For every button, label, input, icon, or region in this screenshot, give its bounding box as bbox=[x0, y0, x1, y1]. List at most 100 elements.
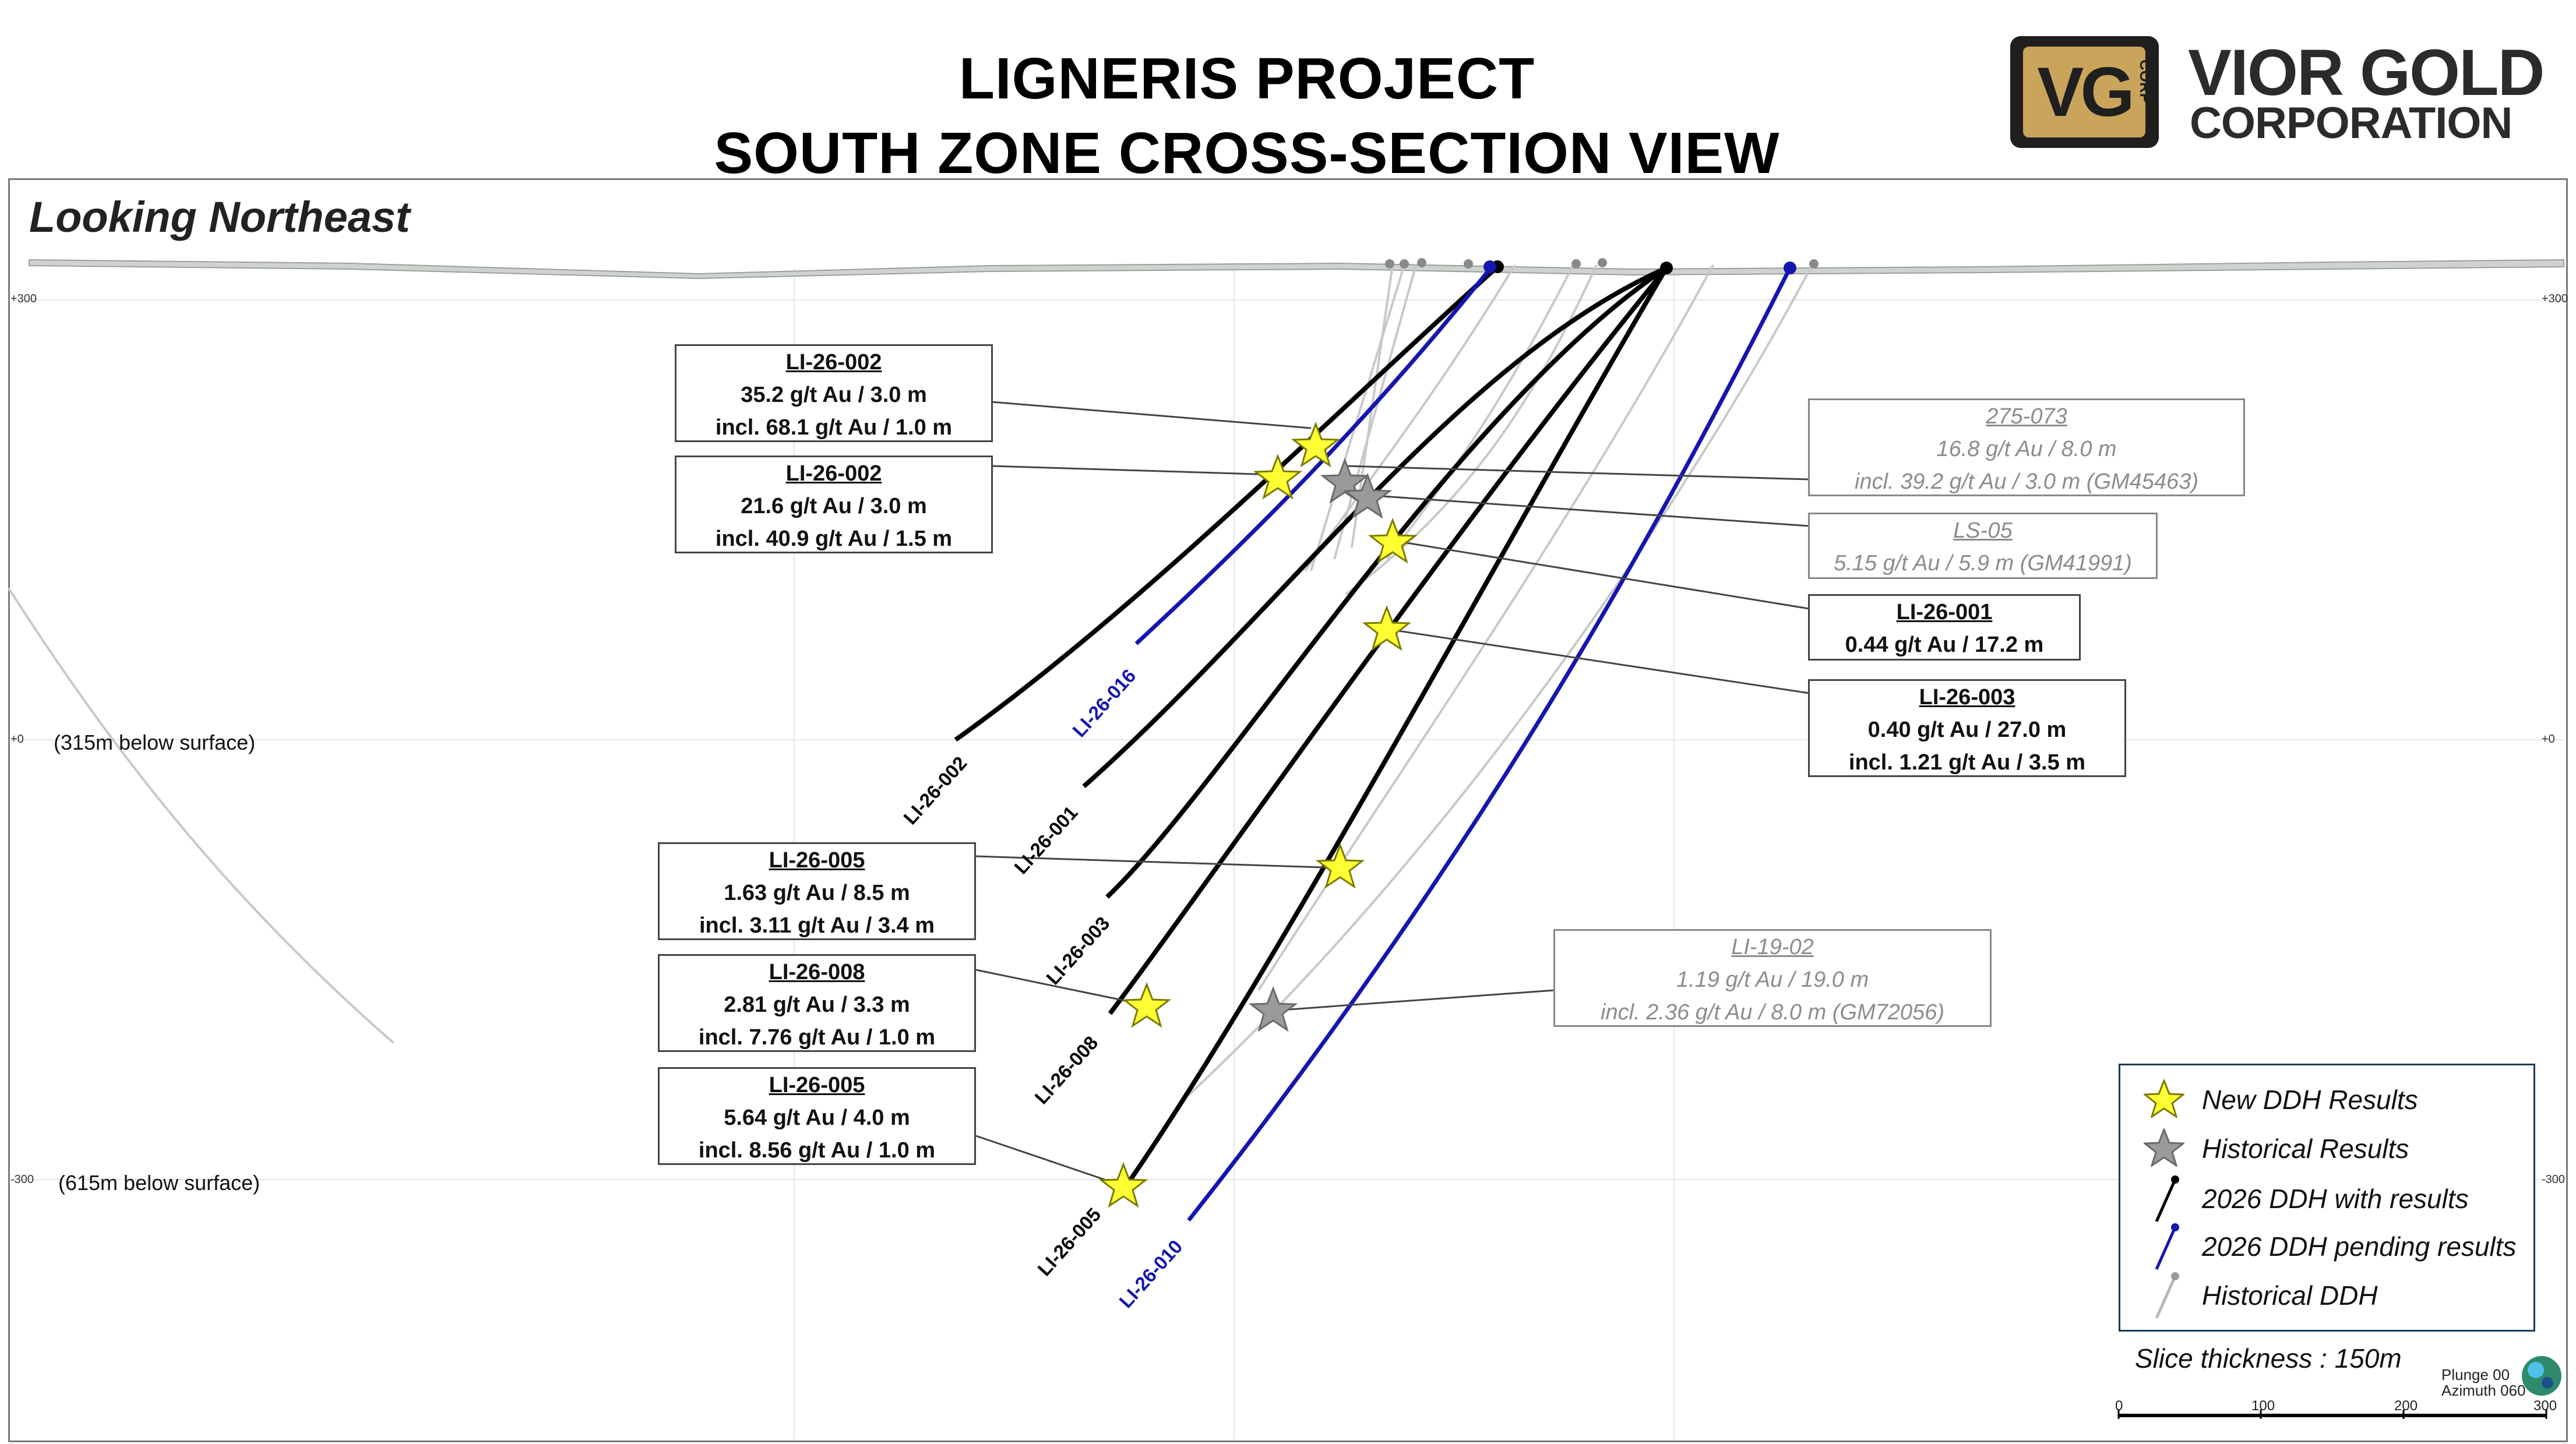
historical-collar-7 bbox=[1809, 259, 1819, 269]
callout-li-26-005-a: LI-26-005 1.63 g/t Au / 8.5 m incl. 3.11… bbox=[658, 842, 976, 940]
ddh-li-26-010-trace bbox=[1187, 267, 1792, 1222]
historical-star-2 bbox=[1342, 472, 1393, 519]
historical-collar-6 bbox=[1598, 258, 1607, 267]
ddh-li-26-003-trace bbox=[1105, 266, 1668, 899]
historical-collar-1 bbox=[1385, 259, 1394, 269]
elev-right-top: +300 bbox=[2542, 292, 2568, 305]
historical-ddh-7 bbox=[1257, 264, 1714, 991]
historical-ddh-2 bbox=[1333, 264, 1417, 560]
legend-item-historical-ddh: Historical DDH bbox=[2120, 1272, 2537, 1319]
historical-collar-4 bbox=[1464, 259, 1473, 269]
callout-leaders bbox=[975, 401, 1810, 1187]
grey-line-icon bbox=[2155, 1272, 2179, 1319]
orientation-globe-icon bbox=[2522, 1356, 2561, 1396]
black-line-icon bbox=[2155, 1175, 2179, 1223]
section-frame bbox=[8, 178, 2568, 1442]
leader-2 bbox=[991, 465, 1277, 476]
ddh-with-results-group bbox=[954, 265, 1669, 1190]
callout-li-26-002-b: LI-26-002 21.6 g/t Au / 3.0 m incl. 40.9… bbox=[675, 456, 993, 553]
callout-title: 275-073 bbox=[1986, 404, 2067, 429]
legend-item-new-results: New DDH Results bbox=[2120, 1076, 2537, 1122]
callout-line: 0.40 g/t Au / 27.0 m bbox=[1867, 718, 2067, 742]
callout-title: LI-26-003 bbox=[1919, 685, 2015, 709]
historical-ddh-1 bbox=[1310, 264, 1405, 571]
ddh-li-26-005-trace bbox=[1122, 266, 1669, 1190]
new-result-star-4 bbox=[1362, 605, 1412, 651]
callout-line: 5.15 g/t Au / 5.9 m (GM41991) bbox=[1834, 551, 2132, 576]
elev-left-bottom: -300 bbox=[10, 1173, 34, 1186]
callout-li-26-002-a: LI-26-002 35.2 g/t Au / 3.0 m incl. 68.1… bbox=[675, 344, 993, 442]
historical-ddh-8 bbox=[1187, 264, 1813, 1096]
ddh-li-26-002-trace bbox=[954, 265, 1499, 742]
elev-right-bottom: -300 bbox=[2542, 1173, 2566, 1186]
callout-line: incl. 40.9 g/t Au / 1.5 m bbox=[715, 527, 953, 551]
new-result-star-5 bbox=[1315, 842, 1365, 889]
callout-li-26-003: LI-26-003 0.40 g/t Au / 27.0 m incl. 1.2… bbox=[1808, 679, 2126, 777]
scale-tick-label-0: 0 bbox=[2115, 1398, 2123, 1414]
callout-title: LI-26-005 bbox=[769, 848, 865, 873]
scale-tick-label-300: 300 bbox=[2533, 1398, 2557, 1414]
legend-label: New DDH Results bbox=[2202, 1085, 2418, 1115]
historical-ddh-far-left bbox=[8, 587, 394, 1044]
plunge-label: Plunge 00 bbox=[2441, 1366, 2510, 1383]
leader-9 bbox=[1273, 989, 1555, 1012]
callout-line: 35.2 g/t Au / 3.0 m bbox=[741, 383, 927, 407]
callout-title: LI-26-001 bbox=[1896, 600, 1993, 624]
title-line-1: LIGNERIS PROJECT bbox=[958, 46, 1535, 111]
leader-7 bbox=[975, 855, 1341, 869]
callout-line: 1.63 g/t Au / 8.5 m bbox=[724, 881, 910, 905]
leader-4 bbox=[1366, 494, 1810, 527]
callout-line: 5.64 g/t Au / 4.0 m bbox=[724, 1106, 910, 1130]
callout-li-26-001: LI-26-001 0.44 g/t Au / 17.2 m bbox=[1808, 594, 2081, 661]
elev-left-top: +300 bbox=[10, 292, 37, 305]
depth-label-615: (615m below surface) bbox=[58, 1171, 260, 1195]
callout-li-26-008: LI-26-008 2.81 g/t Au / 3.3 m incl. 7.76… bbox=[658, 954, 976, 1052]
legend-label: Historical Results bbox=[2202, 1134, 2409, 1164]
legend-item-ddh-results: 2026 DDH with results bbox=[2120, 1175, 2537, 1223]
ddh-li-26-001-trace bbox=[1082, 266, 1668, 788]
company-logo: VG CORP bbox=[2010, 36, 2159, 148]
legend-item-ddh-pending: 2026 DDH pending results bbox=[2120, 1223, 2537, 1270]
new-result-stars bbox=[1098, 421, 1418, 1208]
callout-line: incl. 8.56 g/t Au / 1.0 m bbox=[698, 1138, 936, 1163]
collar-2026-blue-1 bbox=[1483, 260, 1496, 273]
callout-li-26-005-b: LI-26-005 5.64 g/t Au / 4.0 m incl. 8.56… bbox=[658, 1067, 976, 1165]
view-direction-label: Looking Northeast bbox=[29, 193, 410, 241]
yellow-star-icon bbox=[2144, 1079, 2184, 1118]
new-result-star-6 bbox=[1122, 982, 1172, 1028]
leader-3 bbox=[1345, 465, 1810, 481]
leader-8 bbox=[975, 969, 1146, 1006]
topography-surface bbox=[29, 259, 2564, 280]
callout-li-19-02: LI-19-02 1.19 g/t Au / 19.0 m incl. 2.36… bbox=[1553, 929, 1992, 1027]
callout-title: LS-05 bbox=[1953, 518, 2013, 543]
legend-label: Historical DDH bbox=[2202, 1280, 2378, 1311]
leader-10 bbox=[975, 1135, 1122, 1187]
logo-name-line-1: VIOR GOLD bbox=[2188, 36, 2545, 109]
legend-item-historical-results: Historical Results bbox=[2120, 1125, 2537, 1171]
new-result-star-1 bbox=[1291, 421, 1341, 468]
historical-ddh-5 bbox=[1386, 264, 1574, 560]
historical-collar-3 bbox=[1417, 258, 1426, 267]
new-result-star-2 bbox=[1253, 453, 1303, 500]
logo-name-line-2: CORPORATION bbox=[2190, 98, 2512, 148]
blue-line-icon bbox=[2155, 1223, 2179, 1270]
ddh-pending-group bbox=[1134, 265, 1792, 1222]
collar-2026-blue-2 bbox=[1784, 262, 1796, 274]
callout-line: 21.6 g/t Au / 3.0 m bbox=[741, 494, 927, 518]
callout-line: incl. 68.1 g/t Au / 1.0 m bbox=[715, 415, 953, 440]
scale-tick-label-100: 100 bbox=[2251, 1398, 2275, 1414]
logo-mark-corp: CORP bbox=[2137, 59, 2154, 104]
callout-line: incl. 39.2 g/t Au / 3.0 m (GM45463) bbox=[1855, 469, 2198, 494]
elev-left-mid: +0 bbox=[10, 733, 24, 746]
leader-5 bbox=[1392, 539, 1810, 610]
scale-bar bbox=[2117, 1410, 2547, 1419]
historical-ddh-4 bbox=[1304, 264, 1516, 572]
callout-line: incl. 2.36 g/t Au / 8.0 m (GM72056) bbox=[1601, 1000, 1944, 1025]
callout-line: incl. 1.21 g/t Au / 3.5 m bbox=[1848, 750, 2086, 775]
new-result-star-3 bbox=[1368, 517, 1418, 564]
historical-star-1 bbox=[1320, 457, 1370, 504]
callout-line: 16.8 g/t Au / 8.0 m bbox=[1936, 437, 2117, 461]
callout-title: LI-26-005 bbox=[769, 1073, 865, 1097]
